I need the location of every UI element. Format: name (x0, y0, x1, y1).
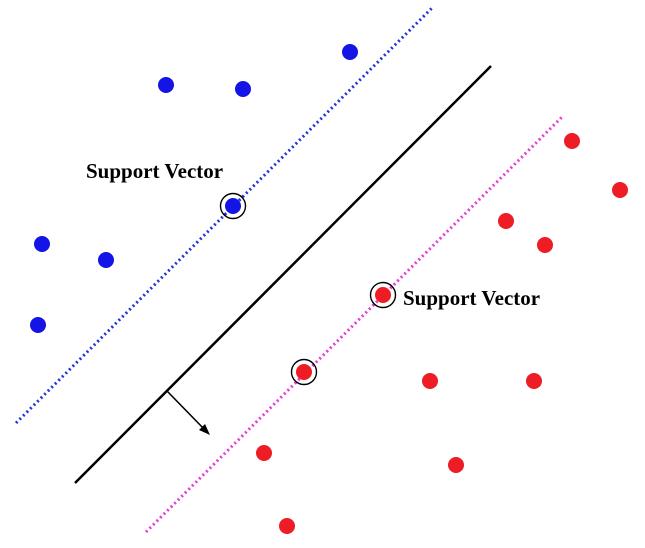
lower-support-vector-label: Support Vector (403, 286, 541, 310)
red-point (564, 133, 580, 149)
decision-boundary-line (74, 65, 492, 484)
blue-point (34, 236, 50, 252)
red-point (422, 373, 438, 389)
red-point (526, 373, 542, 389)
support-vector-ring (290, 358, 318, 386)
blue-point (235, 81, 251, 97)
blue-point (342, 44, 358, 60)
upper-support-vector-label: Support Vector (86, 159, 224, 183)
blue-point (98, 252, 114, 268)
upper-support-vector (219, 192, 247, 220)
blue-support-point (225, 198, 241, 214)
red-point (612, 182, 628, 198)
blue-point (30, 317, 46, 333)
positive-class-points (30, 44, 358, 333)
red-support-point (375, 287, 391, 303)
normal-vector-arrow-icon (166, 390, 210, 435)
support-vector-ring (369, 281, 397, 309)
red-point (448, 457, 464, 473)
negative-class-points (256, 133, 628, 534)
red-point (537, 237, 553, 253)
red-support-point (296, 364, 312, 380)
red-point (279, 518, 295, 534)
blue-point (158, 77, 174, 93)
support-vector-ring (219, 192, 247, 220)
middle-support-vector (290, 358, 318, 386)
lower-support-vector (369, 281, 397, 309)
red-point (498, 213, 514, 229)
red-point (256, 445, 272, 461)
